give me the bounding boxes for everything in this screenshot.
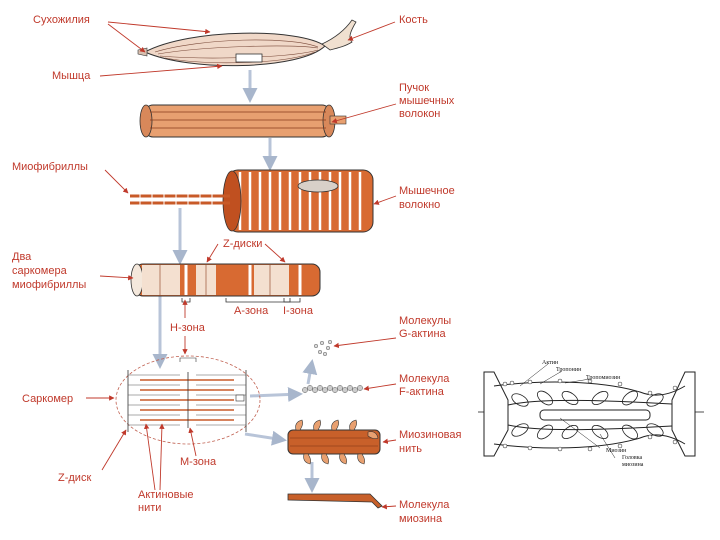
label-pointers <box>86 21 397 510</box>
label-sarcomere: Саркомер <box>22 393 73 405</box>
label-muscle: Мышца <box>52 70 91 82</box>
myosin-molecule-illustration <box>287 493 383 509</box>
inset-label-head-2: миозина <box>622 462 644 468</box>
inset-label-troponin: Тропонин <box>556 367 582 373</box>
inset-label-head-1: Головка <box>622 455 643 461</box>
label-g-actin-2: G-актина <box>399 328 447 340</box>
sarcomere-detail-illustration <box>115 355 261 445</box>
inset-label-tropomyosin: Тропомиозин <box>586 375 621 381</box>
label-tendons: Сухожилия <box>33 14 90 26</box>
label-two-sarcomeres-2: саркомера <box>12 265 68 277</box>
label-m-zone: М-зона <box>180 456 217 468</box>
label-myofibrils: Миофибриллы <box>12 161 88 173</box>
label-muscle-fiber-1: Мышечное <box>399 185 455 197</box>
label-g-actin-1: Молекулы <box>399 315 451 327</box>
g-actin-molecules-illustration <box>313 339 333 357</box>
label-myosin-thread-2: нить <box>399 443 422 455</box>
label-myosin-molecule-1: Молекула <box>399 499 450 511</box>
label-two-sarcomeres-3: миофибриллы <box>12 279 86 291</box>
label-fiber-bundle-1: Пучок <box>399 82 429 94</box>
tendon-left-shape <box>137 47 148 57</box>
sarcomere-pair-illustration <box>130 263 321 303</box>
label-a-zone: А-зона <box>234 305 269 317</box>
label-i-zone: I-зона <box>283 305 314 317</box>
label-fiber-bundle-3: волокон <box>399 108 440 120</box>
fiber-bundle-illustration <box>139 104 347 138</box>
inset-sarcomere-diagram: Актин Тропонин Тропомиозин Миозин Головк… <box>478 360 704 468</box>
label-bone: Кость <box>399 14 428 26</box>
label-z-discs: Z-диски <box>223 238 262 250</box>
label-myosin-molecule-2: миозина <box>399 513 443 525</box>
f-actin-molecule-illustration <box>302 385 363 393</box>
label-myosin-thread-1: Миозиновая <box>399 429 462 441</box>
muscle-fiber-illustration <box>130 169 374 233</box>
label-f-actin-1: Молекула <box>399 373 450 385</box>
label-muscle-fiber-2: волокно <box>399 199 440 211</box>
label-z-disc: Z-диск <box>58 472 91 484</box>
inset-label-myosin: Миозин <box>606 448 627 454</box>
bone-shape <box>321 19 357 51</box>
label-fiber-bundle-2: мышечных <box>399 95 455 107</box>
flow-arrows <box>152 70 320 493</box>
inset-label-actin: Актин <box>542 360 559 366</box>
label-f-actin-2: F-актина <box>399 386 445 398</box>
muscle-illustration <box>137 19 357 67</box>
label-actin-threads-1: Актиновые <box>138 489 194 501</box>
label-two-sarcomeres-1: Два <box>12 251 32 263</box>
label-actin-threads-2: нити <box>138 502 161 514</box>
myosin-thread-illustration <box>287 419 381 465</box>
diagram-labels: Сухожилия Кость Мышца Пучок мышечных вол… <box>12 14 462 525</box>
label-h-zone: Н-зона <box>170 322 206 334</box>
